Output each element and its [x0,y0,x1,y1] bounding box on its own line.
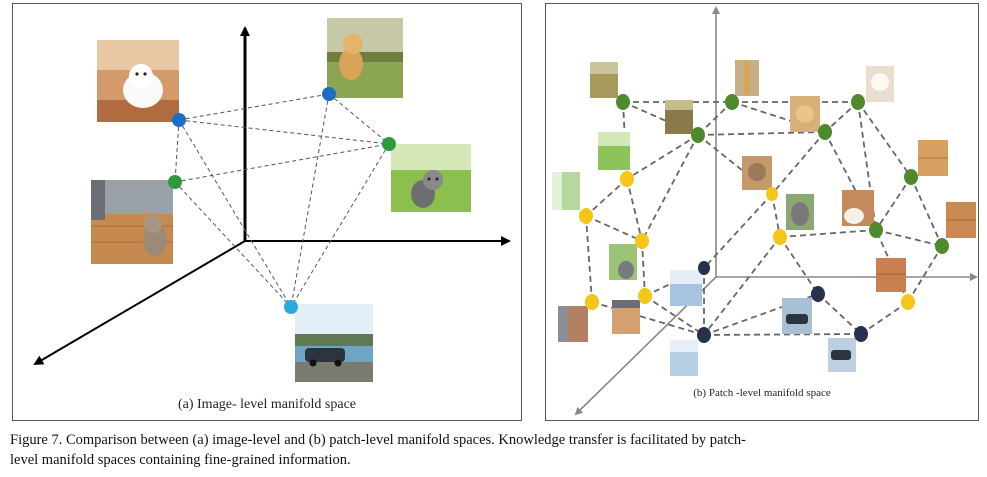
node-green [382,137,396,151]
patch-puppy-face [866,66,894,102]
image-white-puppy [97,40,179,122]
patch-dog-grass [665,100,693,134]
node-blue [172,113,186,127]
panel-a-caption: (a) Image- level manifold space [177,397,357,412]
patch-dog-legs [735,60,759,96]
node-green [935,238,949,254]
panel-image-level: (a) Image- level manifold space [12,3,522,421]
node-green [851,94,865,110]
patch-wood-2 [946,202,976,238]
image-golden-retriever [327,18,403,98]
node-navy [811,286,825,302]
image-level-diagram [33,18,511,382]
green-nodes [616,94,949,254]
node-yellow [766,187,778,201]
image-cat-floor [91,180,173,264]
node-yellow [579,208,593,224]
node-green [616,94,630,110]
node-yellow [620,171,634,187]
patch-golden-dog [790,96,820,132]
node-green [725,94,739,110]
node-green [168,175,182,189]
patch-floor-wall [558,306,588,342]
patch-kitten [786,194,814,230]
node-blue [322,87,336,101]
patch-car-2 [828,338,856,372]
patch-cat-face [742,156,772,190]
image-car-lake [295,304,373,382]
patch-floor-puppy [842,190,874,226]
axis-y [33,240,246,366]
node-navy [854,326,868,342]
manifold-edges [174,93,390,308]
node-yellow [585,294,599,310]
patch-sky-2 [670,340,698,376]
node-green [904,169,918,185]
node-yellow [901,294,915,310]
patch-level-diagram [552,6,978,416]
patch-wood-3 [876,258,906,292]
node-yellow [635,233,649,249]
image-tabby-kitten [391,144,471,212]
node-green [691,127,705,143]
patch-grass [590,62,618,98]
node-green [869,222,883,238]
patch-car [782,298,812,334]
figure-caption-line-2: level manifold spaces containing fine-gr… [10,452,351,468]
figure-caption-line-1: Figure 7. Comparison between (a) image-l… [10,432,747,448]
node-cyan [284,300,298,314]
patch-floor-corner [612,300,640,334]
node-navy [698,261,710,275]
yellow-nodes [579,171,915,310]
navy-nodes [697,261,868,343]
node-navy [697,327,711,343]
node-yellow [773,229,787,245]
patch-cat-grass [609,244,637,280]
node-yellow [638,288,652,304]
panel-b-caption: (b) Patch -level manifold space [693,387,831,399]
patch-wood [918,140,948,176]
figure-caption: Figure 7. Comparison between (a) image-l… [10,430,890,470]
patch-grass-edge [552,172,580,210]
panel-patch-level: (b) Patch -level manifold space [545,3,979,421]
patch-sky [670,270,702,306]
patch-light-grass [598,132,630,170]
node-green [818,124,832,140]
